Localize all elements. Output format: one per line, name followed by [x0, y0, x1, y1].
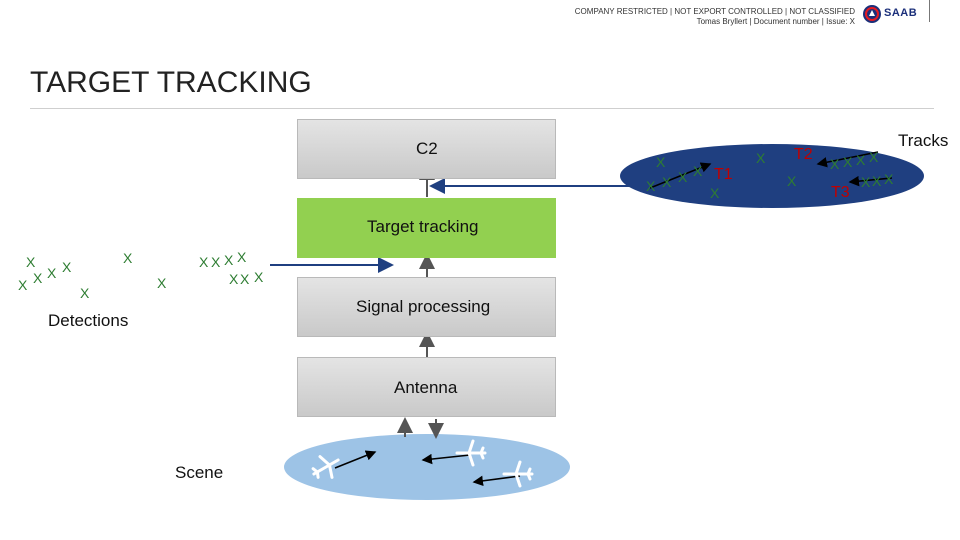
track-marker: X: [693, 164, 702, 178]
antenna-label: Antenna: [394, 378, 457, 398]
track-marker: X: [787, 174, 796, 188]
track-marker: X: [678, 170, 687, 184]
track-label-t2: T2: [794, 146, 813, 164]
detection-marker: X: [237, 250, 246, 264]
detection-marker: X: [80, 286, 89, 300]
detection-marker: X: [254, 270, 263, 284]
detections-label: Detections: [48, 311, 128, 331]
detection-marker: X: [62, 260, 71, 274]
scene-label: Scene: [175, 463, 223, 483]
track-marker: X: [843, 155, 852, 169]
detection-marker: X: [240, 272, 249, 286]
track-label-t3: T3: [831, 184, 850, 202]
detection-marker: X: [157, 276, 166, 290]
track-label-t1: T1: [714, 166, 733, 184]
track-marker: X: [856, 153, 865, 167]
detection-marker: X: [229, 272, 238, 286]
track-marker: X: [869, 150, 878, 164]
track-marker: X: [884, 172, 893, 186]
track-marker: X: [646, 179, 655, 193]
detection-marker: X: [33, 271, 42, 285]
detection-marker: X: [47, 266, 56, 280]
detection-marker: X: [211, 255, 220, 269]
track-marker: X: [756, 151, 765, 165]
track-marker: X: [872, 174, 881, 188]
track-marker: X: [861, 175, 870, 189]
track-marker: X: [830, 157, 839, 171]
detection-marker: X: [199, 255, 208, 269]
track-marker: X: [662, 175, 671, 189]
detection-marker: X: [123, 251, 132, 265]
detection-marker: X: [224, 253, 233, 267]
c2-label: C2: [416, 139, 438, 159]
track-marker: X: [656, 155, 665, 169]
signal-processing-label: Signal processing: [356, 297, 490, 317]
detection-marker: X: [18, 278, 27, 292]
detection-marker: X: [26, 255, 35, 269]
track-marker: X: [710, 186, 719, 200]
target-tracking-label: Target tracking: [367, 217, 479, 237]
tracks-label: Tracks: [898, 131, 948, 151]
